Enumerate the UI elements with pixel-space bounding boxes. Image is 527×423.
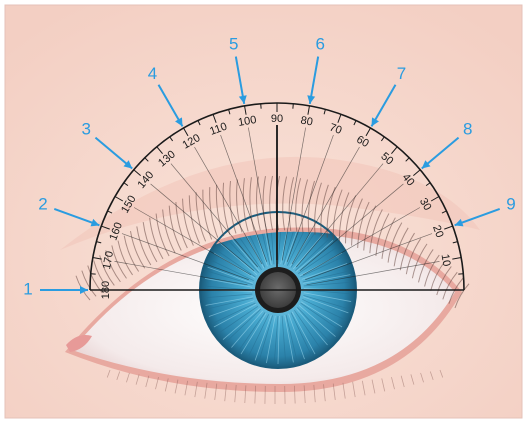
callout-label: 9 — [506, 194, 515, 213]
callout-label: 4 — [148, 64, 157, 83]
callout-label: 8 — [463, 119, 472, 138]
scale-label-90: 90 — [271, 113, 283, 125]
callout-label: 6 — [316, 34, 325, 53]
callout-label: 7 — [397, 64, 406, 83]
callout-label: 3 — [82, 119, 91, 138]
scale-label-180: 180 — [100, 281, 112, 299]
callout-label: 1 — [23, 279, 32, 298]
callout-label: 2 — [38, 194, 47, 213]
scale-label-80: 80 — [300, 115, 314, 129]
scale-label-10: 10 — [439, 253, 453, 267]
callout-label: 5 — [229, 34, 238, 53]
